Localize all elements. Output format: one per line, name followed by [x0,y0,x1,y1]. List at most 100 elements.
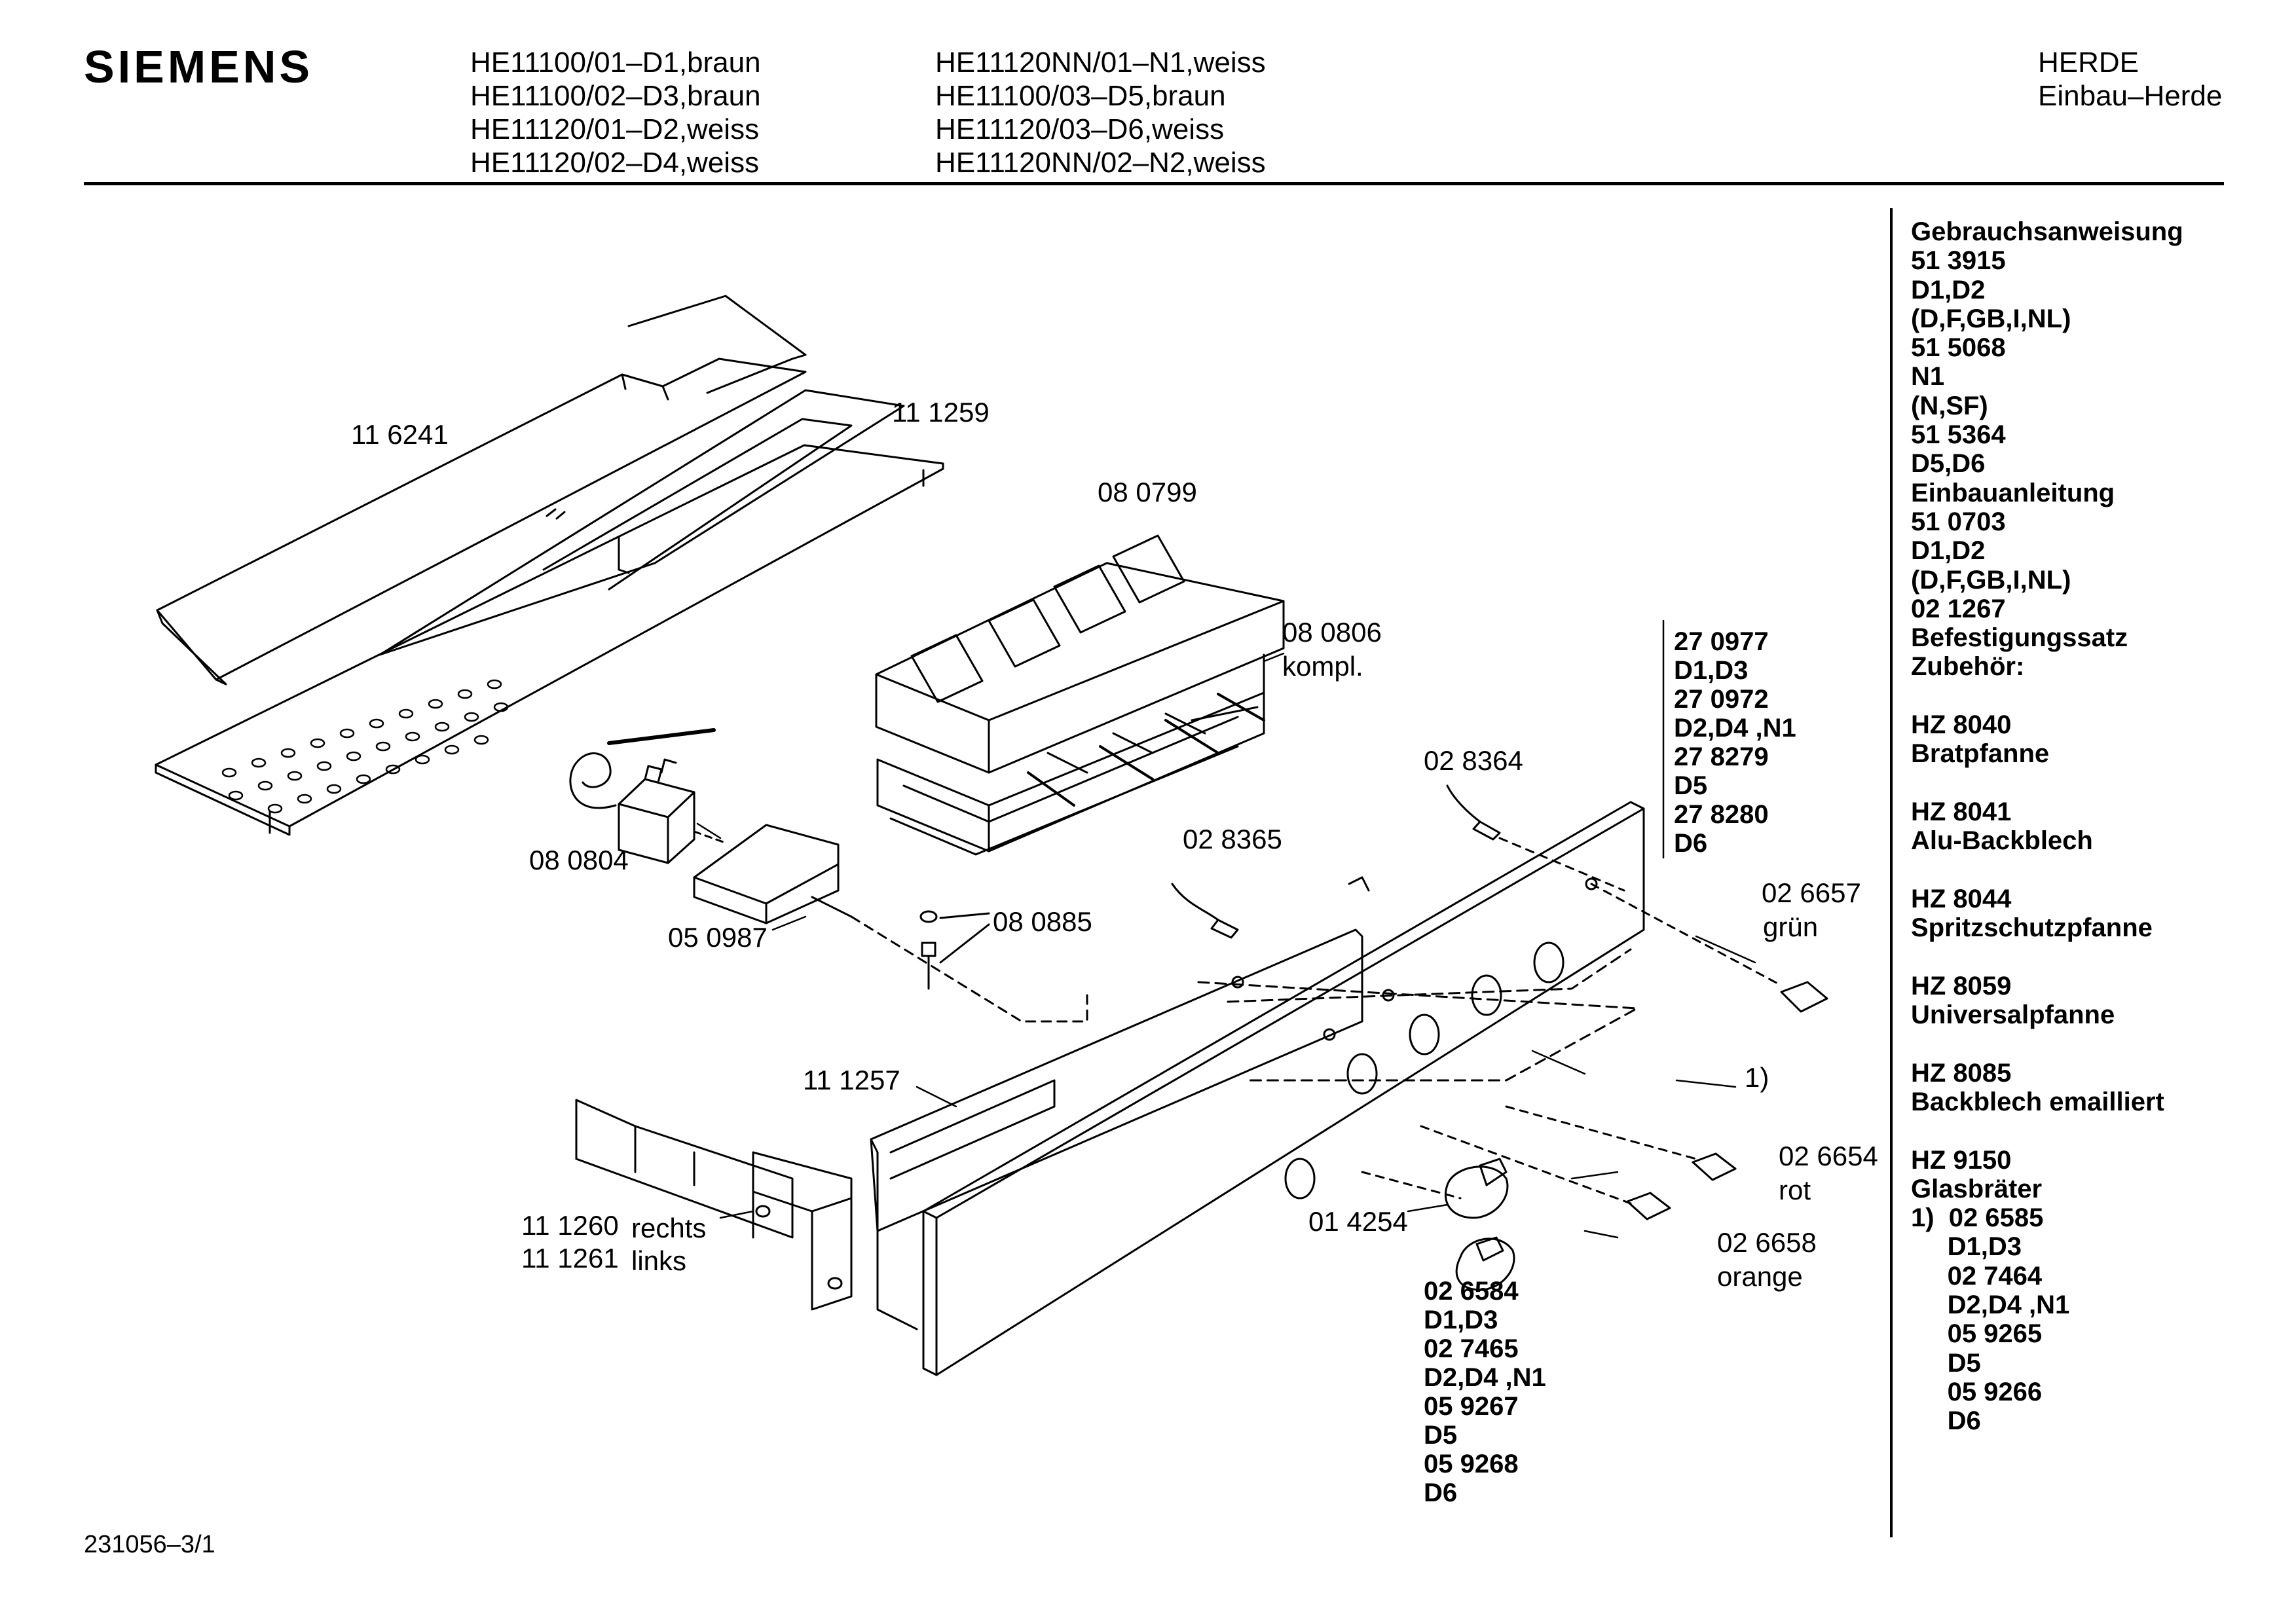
brand-logo: SIEMENS [84,41,314,92]
model-entry: HE11100/02–D3,braun [470,80,761,112]
part-label: 08 0806 [1282,617,1382,648]
trim-strip-part [156,295,807,686]
sidebar-line: 51 3915 [1911,246,2006,276]
regulator-part [693,824,1088,1023]
part-note: rot [1779,1175,1811,1205]
part-label: 02 8365 [1183,824,1282,854]
part-label: 11 1260 [521,1210,619,1241]
sidebar-parts-list: Gebrauchsanweisung 51 3915 D1,D2 (D,F,GB… [1911,217,2183,1435]
model-entry: HE11100/01–D1,braun [470,46,761,79]
screw-part [919,910,990,990]
knob-variant-list: 02 6584 D1,D3 02 7465 D2,D4 ,N1 05 9267 … [1424,1277,1546,1507]
perforated-plate-part [155,444,944,836]
sidebar-line: (N,SF) [1911,391,1988,420]
sidebar-line: 05 9266 [1911,1377,2043,1406]
part-label: 11 6241 [351,419,449,450]
sidebar-line: HZ 8059 [1911,971,2012,1000]
sidebar-line: 1) 02 6585 [1911,1203,2044,1233]
sidebar-line: 05 9265 [1911,1319,2043,1349]
sidebar-line: D1,D2 [1911,536,1986,566]
part-note: rechts [631,1213,707,1243]
sidebar-line: HZ 9150 [1911,1145,2012,1175]
knob-parts [1444,1158,1515,1291]
category-main: HERDE [2038,46,2139,79]
sidebar-line: HZ 8040 [1911,710,2012,740]
sidebar-line: 02 1267 [1911,594,2006,623]
sidebar-line: (D,F,GB,I,NL) [1911,304,2071,333]
sidebar-line: 02 7464 [1911,1261,2043,1291]
variant-entry: 27 8279 [1674,742,1769,771]
sidebar-line: 51 5364 [1911,420,2006,450]
sidebar-line: HZ 8041 [1911,797,2012,826]
part-label: 08 0804 [529,845,629,875]
variant-entry: 05 9267 [1424,1392,1519,1421]
variant-entry: 27 0977 [1674,627,1769,656]
variant-entry: 05 9268 [1424,1450,1519,1478]
part-label: 01 4254 [1308,1206,1408,1237]
part-note: orange [1717,1261,1803,1292]
sidebar-line: Backblech emailliert [1911,1087,2164,1116]
sidebar-line: D1,D3 [1911,1232,2022,1262]
sidebar-line [1911,1029,2183,1058]
part-label: 02 6658 [1717,1227,1817,1258]
variant-entry: D2,D4 ,N1 [1674,714,1796,742]
sidebar-line: Glasbräter [1911,1174,2043,1203]
side-rail-parts [575,1099,853,1311]
model-list-1: HE11100/01–D1,braun HE11100/02–D3,braun … [470,46,761,179]
part-label: 11 1259 [892,397,990,428]
sidebar-line: Spritzschutzpfanne [1911,913,2153,943]
model-entry: HE11120/02–D4,weiss [470,147,760,179]
sidebar-line: Bratpfanne [1911,739,2050,769]
part-label: 11 1257 [803,1065,900,1095]
variant-entry: 27 8280 [1674,800,1769,829]
wire-lead-parts [1171,784,1625,939]
transformer-part [569,728,728,864]
sidebar-line: Befestigungssatz [1911,623,2128,653]
sidebar-line [1911,1116,2183,1145]
model-list-2: HE11120NN/01–N1,weiss HE11100/03–D5,brau… [935,46,1266,179]
sidebar-line: D5 [1911,1348,1981,1378]
variant-entry: D1,D3 [1674,656,1749,685]
part-label: 08 0799 [1098,477,1197,507]
control-panel-part [870,876,1370,1330]
sidebar-line: HZ 8085 [1911,1058,2012,1088]
pilot-lamp-parts [1361,883,1828,1220]
model-entry: HE11100/03–D5,braun [935,80,1226,112]
sidebar-line: D1,D2 [1911,275,1986,304]
sidebar-line: Zubehör: [1911,652,2025,682]
sidebar-line: Gebrauchsanweisung [1911,217,2183,246]
sidebar-line: D2,D4 ,N1 [1911,1290,2070,1319]
sidebar-line [1911,769,2183,797]
model-entry: HE11120NN/02–N2,weiss [935,147,1266,179]
sidebar-line [1911,856,2183,885]
sidebar-line: Alu-Backblech [1911,826,2093,856]
variant-entry: 02 6584 [1424,1277,1519,1306]
variant-entry: D5 [1424,1421,1458,1450]
part-label: 02 6657 [1762,877,1861,908]
sidebar-divider [1890,208,1893,1537]
sidebar-line: 51 5068 [1911,333,2006,363]
sidebar-line: D5,D6 [1911,449,1986,479]
variant-entry: D6 [1424,1478,1458,1507]
variant-entry: D1,D3 [1424,1306,1498,1334]
knob-reference: 1) [1745,1062,1769,1093]
part-label: 08 0885 [993,906,1092,937]
category-sub: Einbau–Herde [2038,80,2223,112]
switch-block-part [875,534,1285,856]
sidebar-line: 51 0703 [1911,507,2006,536]
sidebar-line [1911,682,2183,710]
panel-variant-list: 27 0977 D1,D3 27 0972 D2,D4 ,N1 27 8279 … [1674,627,1796,858]
sidebar-line: D6 [1911,1406,1981,1436]
model-entry: HE11120/01–D2,weiss [470,113,760,145]
sidebar-line: HZ 8044 [1911,884,2012,913]
switch-shafts [1027,693,1265,807]
part-note: links [631,1245,687,1276]
part-label: 02 6654 [1779,1141,1878,1171]
perforation-holes [221,679,509,814]
fascia-openings [1231,877,1598,1200]
variant-entry: D6 [1674,829,1708,858]
part-label: 11 1261 [521,1243,619,1273]
leader-lines [696,619,1756,1239]
vent-channel-part [379,389,905,656]
